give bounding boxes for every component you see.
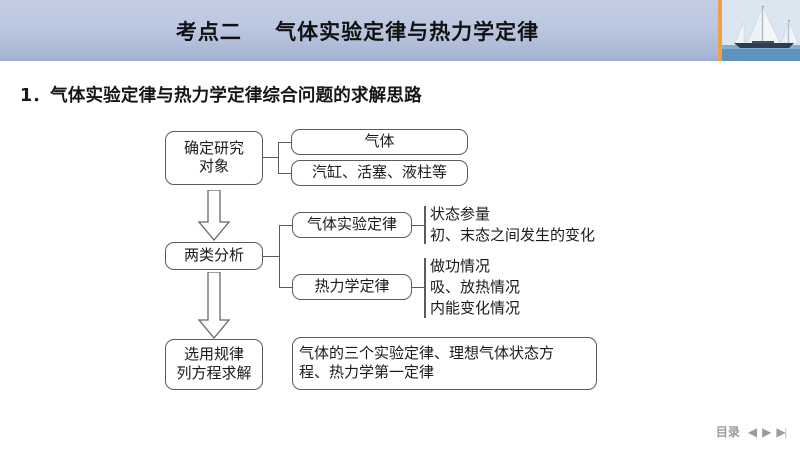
connector-analysis-to-thermo <box>279 287 292 289</box>
sailboat-photo <box>718 0 800 61</box>
connector-thermo-stem <box>412 287 424 289</box>
gas-law-item-1: 初、末态之间发生的变化 <box>430 228 596 244</box>
node-thermodynamic-law: 热力学定律 <box>292 274 412 300</box>
connector-analysis-bracket <box>279 225 281 287</box>
sailboat-icon <box>722 0 800 61</box>
thermo-law-item-0: 做功情况 <box>430 259 491 275</box>
node-select-rule: 选用规律 列方程求解 <box>165 339 263 390</box>
connector-analysis-stem <box>263 256 279 258</box>
section-heading: 1．气体实验定律与热力学定律综合问题的求解思路 <box>20 86 422 106</box>
connector-object-stem <box>263 157 278 159</box>
arrow-down-1 <box>196 189 232 247</box>
thermo-law-item-2: 内能变化情况 <box>430 301 521 317</box>
node-research-object: 确定研究 对象 <box>165 131 263 185</box>
thermo-law-item-1: 吸、放热情况 <box>430 280 521 296</box>
node-cylinder-piston: 汽缸、活塞、液柱等 <box>291 160 468 186</box>
connector-object-to-cylinder <box>278 173 291 175</box>
connector-object-to-gas <box>278 142 291 144</box>
node-gas-experiment-law: 气体实验定律 <box>292 212 412 238</box>
contents-label[interactable]: 目录 <box>715 425 740 439</box>
last-slide-icon[interactable]: ▶| <box>776 424 787 439</box>
node-gas: 气体 <box>291 129 468 155</box>
gas-law-item-0: 状态参量 <box>430 207 491 223</box>
header-banner: 考点二 气体实验定律与热力学定律 <box>0 0 800 61</box>
connector-thermo-tick <box>424 258 426 318</box>
connector-gaslaw-stem <box>412 225 424 227</box>
footer-navigation[interactable]: 目录 ◀ ▶ ▶| <box>715 423 787 440</box>
arrow-down-2 <box>196 271 232 345</box>
connector-gaslaw-tick <box>424 206 426 244</box>
prev-slide-icon[interactable]: ◀ <box>747 424 758 439</box>
next-slide-icon[interactable]: ▶ <box>762 424 772 439</box>
node-formula-list: 气体的三个实验定律、理想气体状态方 程、热力学第一定律 <box>292 337 597 390</box>
page-title: 考点二 气体实验定律与热力学定律 <box>175 20 540 44</box>
node-two-analyses: 两类分析 <box>165 242 263 270</box>
connector-analysis-to-gaslaw <box>279 225 292 227</box>
connector-object-bracket <box>278 142 280 173</box>
